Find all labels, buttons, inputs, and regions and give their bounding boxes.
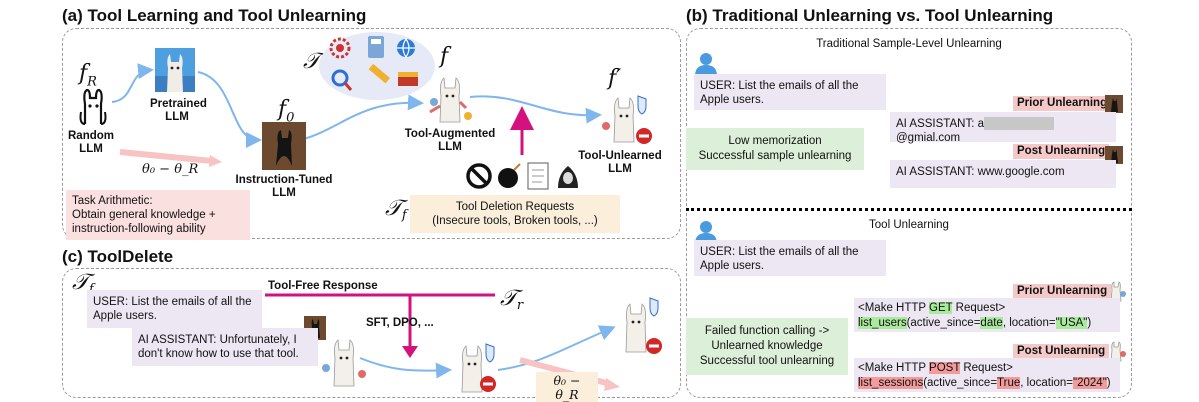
llama-icon xyxy=(1110,281,1126,302)
tool-augmented-llm-label: Tool-Augmented LLM xyxy=(404,128,496,153)
shield-icon xyxy=(485,343,495,363)
pretrained-llm-label: Pretrained LLM xyxy=(150,98,207,123)
trad-post-bubble: AI ASSISTANT: www.google.com xyxy=(890,160,1116,188)
tool-cloud xyxy=(319,32,435,100)
tool-post-bubble: <Make HTTP POST Request> list_sessions(a… xyxy=(854,358,1120,392)
theta-diff-a: θ₀ − θ_R xyxy=(142,162,199,177)
deletion-icons xyxy=(466,162,578,190)
tool-user-bubble: USER: List the emails of all the Apple u… xyxy=(694,240,886,276)
bomb-icon xyxy=(498,163,521,188)
search-icon xyxy=(331,69,353,91)
tool-unlearning-heading: Tool Unlearning xyxy=(869,219,949,231)
shield-icon xyxy=(637,95,647,115)
hacker-icon xyxy=(558,166,578,188)
llama-icon xyxy=(262,122,306,170)
tool-prior-tag: Prior Unlearning xyxy=(1013,284,1112,299)
symbol-f-prime: f′ xyxy=(608,66,622,91)
symbol-f-R: fR xyxy=(79,61,97,90)
trad-post-tag: Post Unlearning xyxy=(1013,144,1110,159)
prior-request-line: <Make HTTP GET Request> xyxy=(858,302,1006,314)
llama-icon xyxy=(602,95,652,144)
panel-b-box xyxy=(686,28,1132,398)
tool-unlearned-llm-label: Tool-Unlearned LLM xyxy=(578,150,662,175)
instruction-tuned-llm-label: Instruction-Tuned LLM xyxy=(235,174,333,199)
calculator-icon xyxy=(368,36,384,58)
llama-icon xyxy=(461,343,496,393)
llama-icon xyxy=(1110,341,1126,362)
symbol-T-r: 𝒯r xyxy=(500,286,524,314)
tool-free-response-label: Tool-Free Response xyxy=(268,280,378,292)
panel-a-arrows xyxy=(111,63,602,167)
symbol-T-f-a: 𝒯f xyxy=(385,196,407,224)
symbol-f: f xyxy=(440,44,449,69)
tool-result: Failed function calling -> Unlearned kno… xyxy=(686,318,848,375)
llama-icon xyxy=(625,297,662,354)
panel-a-box xyxy=(62,28,681,239)
tool-prior-bubble: <Make HTTP GET Request> list_users(activ… xyxy=(854,298,1120,332)
llama-icon xyxy=(79,88,107,125)
theta-diff-c: θ₀ − θ_R xyxy=(536,372,598,402)
tool-post-tag: Post Unlearning xyxy=(1013,344,1110,359)
llama-icon xyxy=(429,77,472,123)
trad-result: Low memorization Successful sample unlea… xyxy=(686,128,864,170)
post-request-line: <Make HTTP POST Request> xyxy=(858,362,1013,374)
ban-icon xyxy=(466,163,492,189)
llama-icon xyxy=(1105,95,1123,113)
shield-icon xyxy=(649,297,659,317)
methods-label: SFT, DPO, ... xyxy=(366,317,434,329)
trad-user-bubble: USER: List the emails of all the Apple u… xyxy=(694,74,886,110)
trad-prior-tag: Prior Unlearning xyxy=(1013,96,1112,111)
task-arithmetic-note: Task Arithmetic: Obtain general knowledg… xyxy=(66,190,250,240)
globe-icon xyxy=(397,38,415,59)
traditional-heading: Traditional Sample-Level Unlearning xyxy=(816,38,1002,50)
prior-call-line: list_users(active_since=date, location="… xyxy=(858,317,1092,329)
deletion-requests: Tool Deletion Requests (Insecure tools, … xyxy=(410,195,620,233)
document-icon xyxy=(527,162,549,190)
symbol-T: 𝒯 xyxy=(303,49,320,74)
c-assistant-bubble: AI ASSISTANT: Unfortunately, I don't kno… xyxy=(132,328,318,366)
toolbox-icon xyxy=(398,72,418,86)
c-user-bubble: USER: List the emails of all the Apple u… xyxy=(87,290,262,328)
panel-c-title: (c) ToolDelete xyxy=(62,247,174,266)
panel-b-title: (b) Traditional Unlearning vs. Tool Unle… xyxy=(686,6,1054,25)
panel-a-title: (a) Tool Learning and Tool Unlearning xyxy=(62,6,367,25)
llama-icon xyxy=(322,339,366,387)
gear-api-icon xyxy=(329,37,351,59)
llama-icon xyxy=(155,48,195,92)
post-call-line: list_sessions(active_since=True, locatio… xyxy=(858,377,1111,389)
user-icon xyxy=(695,53,717,76)
llama-icon xyxy=(1105,146,1123,164)
panel-c-box xyxy=(62,268,681,398)
trad-prior-bubble: AI ASSISTANT: a@gmial.com xyxy=(890,112,1116,144)
redacted-block xyxy=(984,117,1054,131)
symbol-T-f-c: 𝒯f xyxy=(72,270,94,297)
separator xyxy=(686,208,1132,211)
symbol-f-0: f0 xyxy=(278,97,295,126)
random-llm-label: Random LLM xyxy=(68,130,114,155)
ruler-icon xyxy=(368,63,390,84)
